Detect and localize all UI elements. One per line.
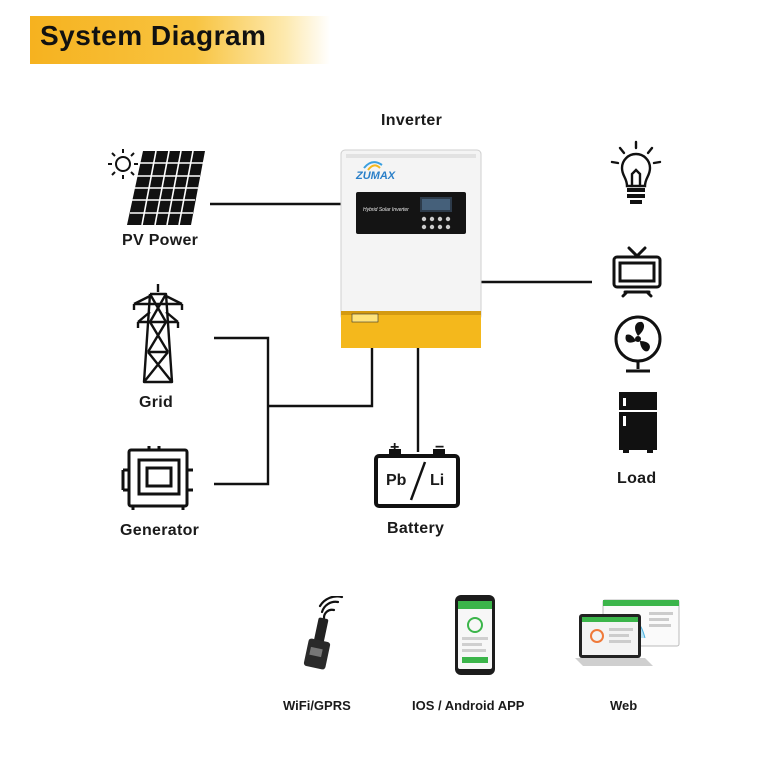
inverter-panel-text: Hybrid Solar Inverter xyxy=(363,207,409,213)
inverter-unit xyxy=(340,149,482,348)
wifi-dongle-icon xyxy=(303,596,344,670)
generator-line xyxy=(214,406,270,486)
page-title: System Diagram xyxy=(40,20,267,51)
wifi-gprs-label: WiFi/GPRS xyxy=(283,698,351,713)
battery-icon xyxy=(374,449,460,508)
generator-label: Generator xyxy=(120,522,200,539)
pv-power-label: PV Power xyxy=(122,232,199,249)
load-label: Load xyxy=(617,470,657,487)
battery-plus-sign: + xyxy=(390,439,400,456)
tv-icon xyxy=(612,246,662,298)
fan-icon xyxy=(614,315,662,373)
battery-lithium-label: Li xyxy=(430,472,445,489)
light-bulb-icon xyxy=(610,140,662,204)
battery-minus-sign: − xyxy=(435,439,445,456)
title-banner xyxy=(30,16,330,64)
inverter-brand: ZUMAX xyxy=(356,170,396,182)
app-label: IOS / Android APP xyxy=(412,698,525,713)
generator-icon xyxy=(121,446,193,510)
battery-label: Battery xyxy=(387,520,445,537)
grid-label: Grid xyxy=(139,394,174,411)
battery-lead-label: Pb xyxy=(386,472,407,489)
laptop-icon xyxy=(575,599,680,666)
solar-panel-icon xyxy=(108,149,205,226)
smartphone-icon xyxy=(455,595,495,675)
grid-line xyxy=(214,336,270,406)
refrigerator-icon xyxy=(619,392,657,453)
ac-input-line xyxy=(268,345,374,408)
transmission-tower-icon xyxy=(132,284,184,384)
web-label: Web xyxy=(610,698,638,713)
inverter-label: Inverter xyxy=(381,112,443,129)
